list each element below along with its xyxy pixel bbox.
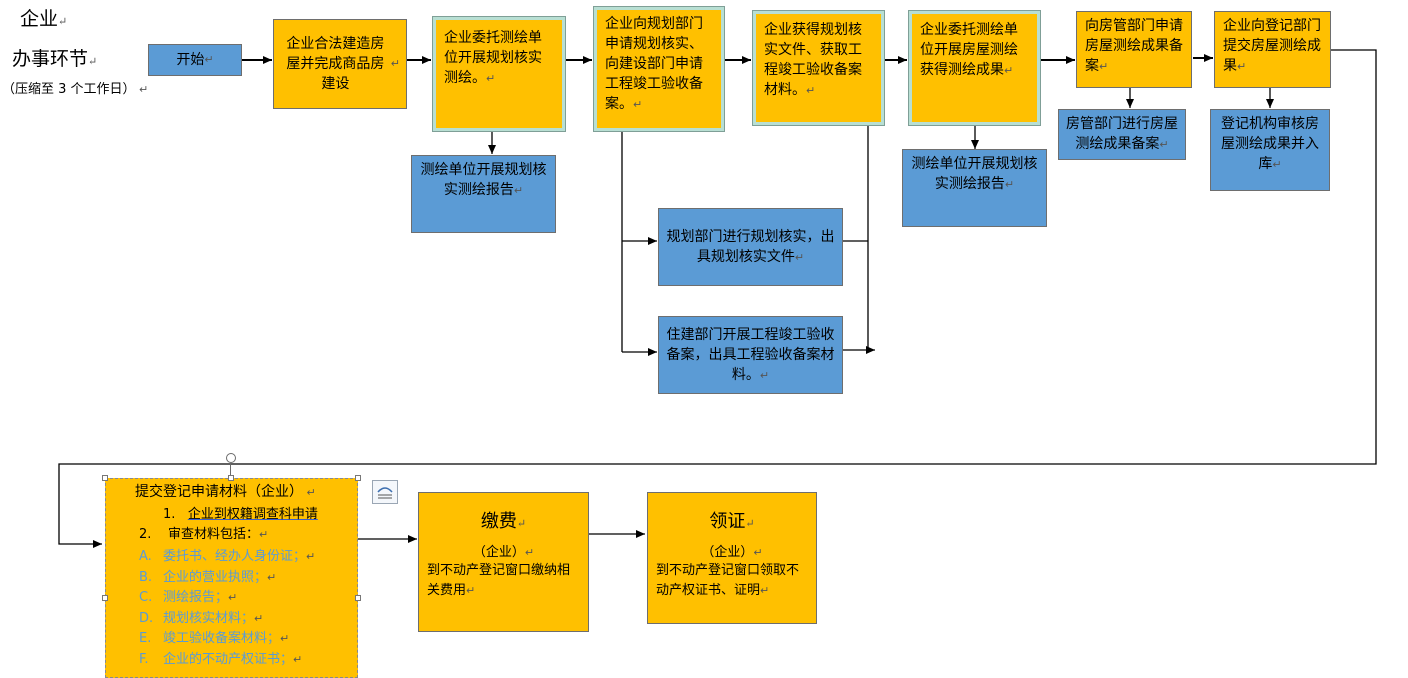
resize-handle-ne[interactable] [355, 475, 361, 481]
planning-verify-box: 规划部门进行规划核实，出具规划核实文件↵ [658, 208, 843, 286]
submit-registry-step: 企业向登记部门提交房屋测绘成果↵ [1214, 11, 1331, 88]
resize-handle-w[interactable] [102, 595, 108, 601]
certificate-desc: 到不动产登记窗口领取不动产权证书、证明↵ [656, 563, 800, 598]
construction-accept-box: 住建部门开展工程竣工验收备案，出具工程验收备案材料。↵ [658, 316, 843, 394]
certificate-title: 领证↵ [709, 511, 755, 532]
resize-handle-n[interactable] [228, 475, 234, 481]
payment-actor: （企业）↵ [472, 545, 535, 560]
rotate-handle[interactable] [226, 453, 236, 463]
subitem-letter: D. [139, 610, 154, 626]
subitem-text: 规划核实材料； [163, 610, 255, 626]
resize-handle-e[interactable] [355, 595, 361, 601]
materials-subitem: C.测绘报告；↵ [139, 590, 238, 605]
survey-report-box-1: 测绘单位开展规划核实测绘报告↵ [411, 155, 556, 233]
payment-title: 缴费↵ [480, 511, 527, 532]
entrust-survey-step: 企业委托测绘单位开展规划核实测绘。↵ [432, 16, 566, 132]
payment-desc: 到不动产登记窗口缴纳相关费用↵ [427, 563, 571, 598]
subitem-letter: A. [139, 549, 152, 564]
certificate-actor: （企业）↵ [701, 545, 763, 560]
build-step: 企业合法建造房屋并完成商品房建设↵ [273, 19, 407, 109]
housing-record-box: 房管部门进行房屋测绘成果备案↵ [1058, 109, 1186, 160]
materials-subitem: D.规划核实材料；↵ [139, 610, 264, 626]
subitem-letter: E. [139, 631, 152, 646]
materials-subitem: E.竣工验收备案材料；↵ [139, 631, 290, 646]
materials-subitem: A.委托书、经办人身份证；↵ [139, 549, 316, 564]
subitem-letter: C. [139, 590, 153, 605]
header-line3: （压缩至 3 个工作日） ↵ [2, 82, 149, 97]
survey-report-box-2: 测绘单位开展规划核实测绘报告↵ [902, 149, 1047, 227]
start-node: 开始↵ [148, 44, 242, 76]
subitem-letter: F. [139, 651, 149, 667]
layout-options-icon[interactable] [372, 480, 398, 504]
obtain-docs-step: 企业获得规划核实文件、获取工程竣工验收备案材料。↵ [752, 10, 885, 126]
payment-box: 缴费↵ （企业）↵ 到不动产登记窗口缴纳相关费用↵ [418, 492, 589, 632]
resize-handle-nw[interactable] [102, 475, 108, 481]
subitem-text: 测绘报告； [163, 590, 229, 605]
materials-item-1: 1. 企业到权籍调查科申请 [163, 507, 318, 522]
certificate-box: 领证↵ （企业）↵ 到不动产登记窗口领取不动产权证书、证明↵ [647, 492, 817, 624]
apply-planning-step: 企业向规划部门申请规划核实、向建设部门申请工程竣工验收备案。↵ [593, 6, 725, 132]
rotate-handle-stem [230, 463, 231, 475]
header-line1: 企业↵ [20, 8, 68, 30]
entrust-house-survey-step: 企业委托测绘单位开展房屋测绘获得测绘成果↵ [908, 10, 1041, 126]
header-line2: 办事环节↵ [12, 48, 98, 70]
materials-subitem: F.企业的不动产权证书；↵ [139, 651, 303, 667]
submit-materials-box[interactable] [105, 478, 358, 678]
subitem-text: 委托书、经办人身份证； [163, 549, 307, 564]
registry-review-box: 登记机构审核房屋测绘成果并入库↵ [1210, 109, 1330, 191]
materials-title: 提交登记申请材料（企业） ↵ [135, 484, 316, 500]
subitem-text: 企业的营业执照； [163, 569, 268, 585]
materials-item-2: 2. 审查材料包括：↵ [139, 527, 269, 542]
apply-housing-step: 向房管部门申请房屋测绘成果备案↵ [1076, 11, 1192, 88]
subitem-text: 企业的不动产权证书； [163, 651, 294, 667]
subitem-letter: B. [139, 569, 153, 585]
materials-subitem: B.企业的营业执照；↵ [139, 569, 277, 585]
subitem-text: 竣工验收备案材料； [163, 631, 281, 646]
